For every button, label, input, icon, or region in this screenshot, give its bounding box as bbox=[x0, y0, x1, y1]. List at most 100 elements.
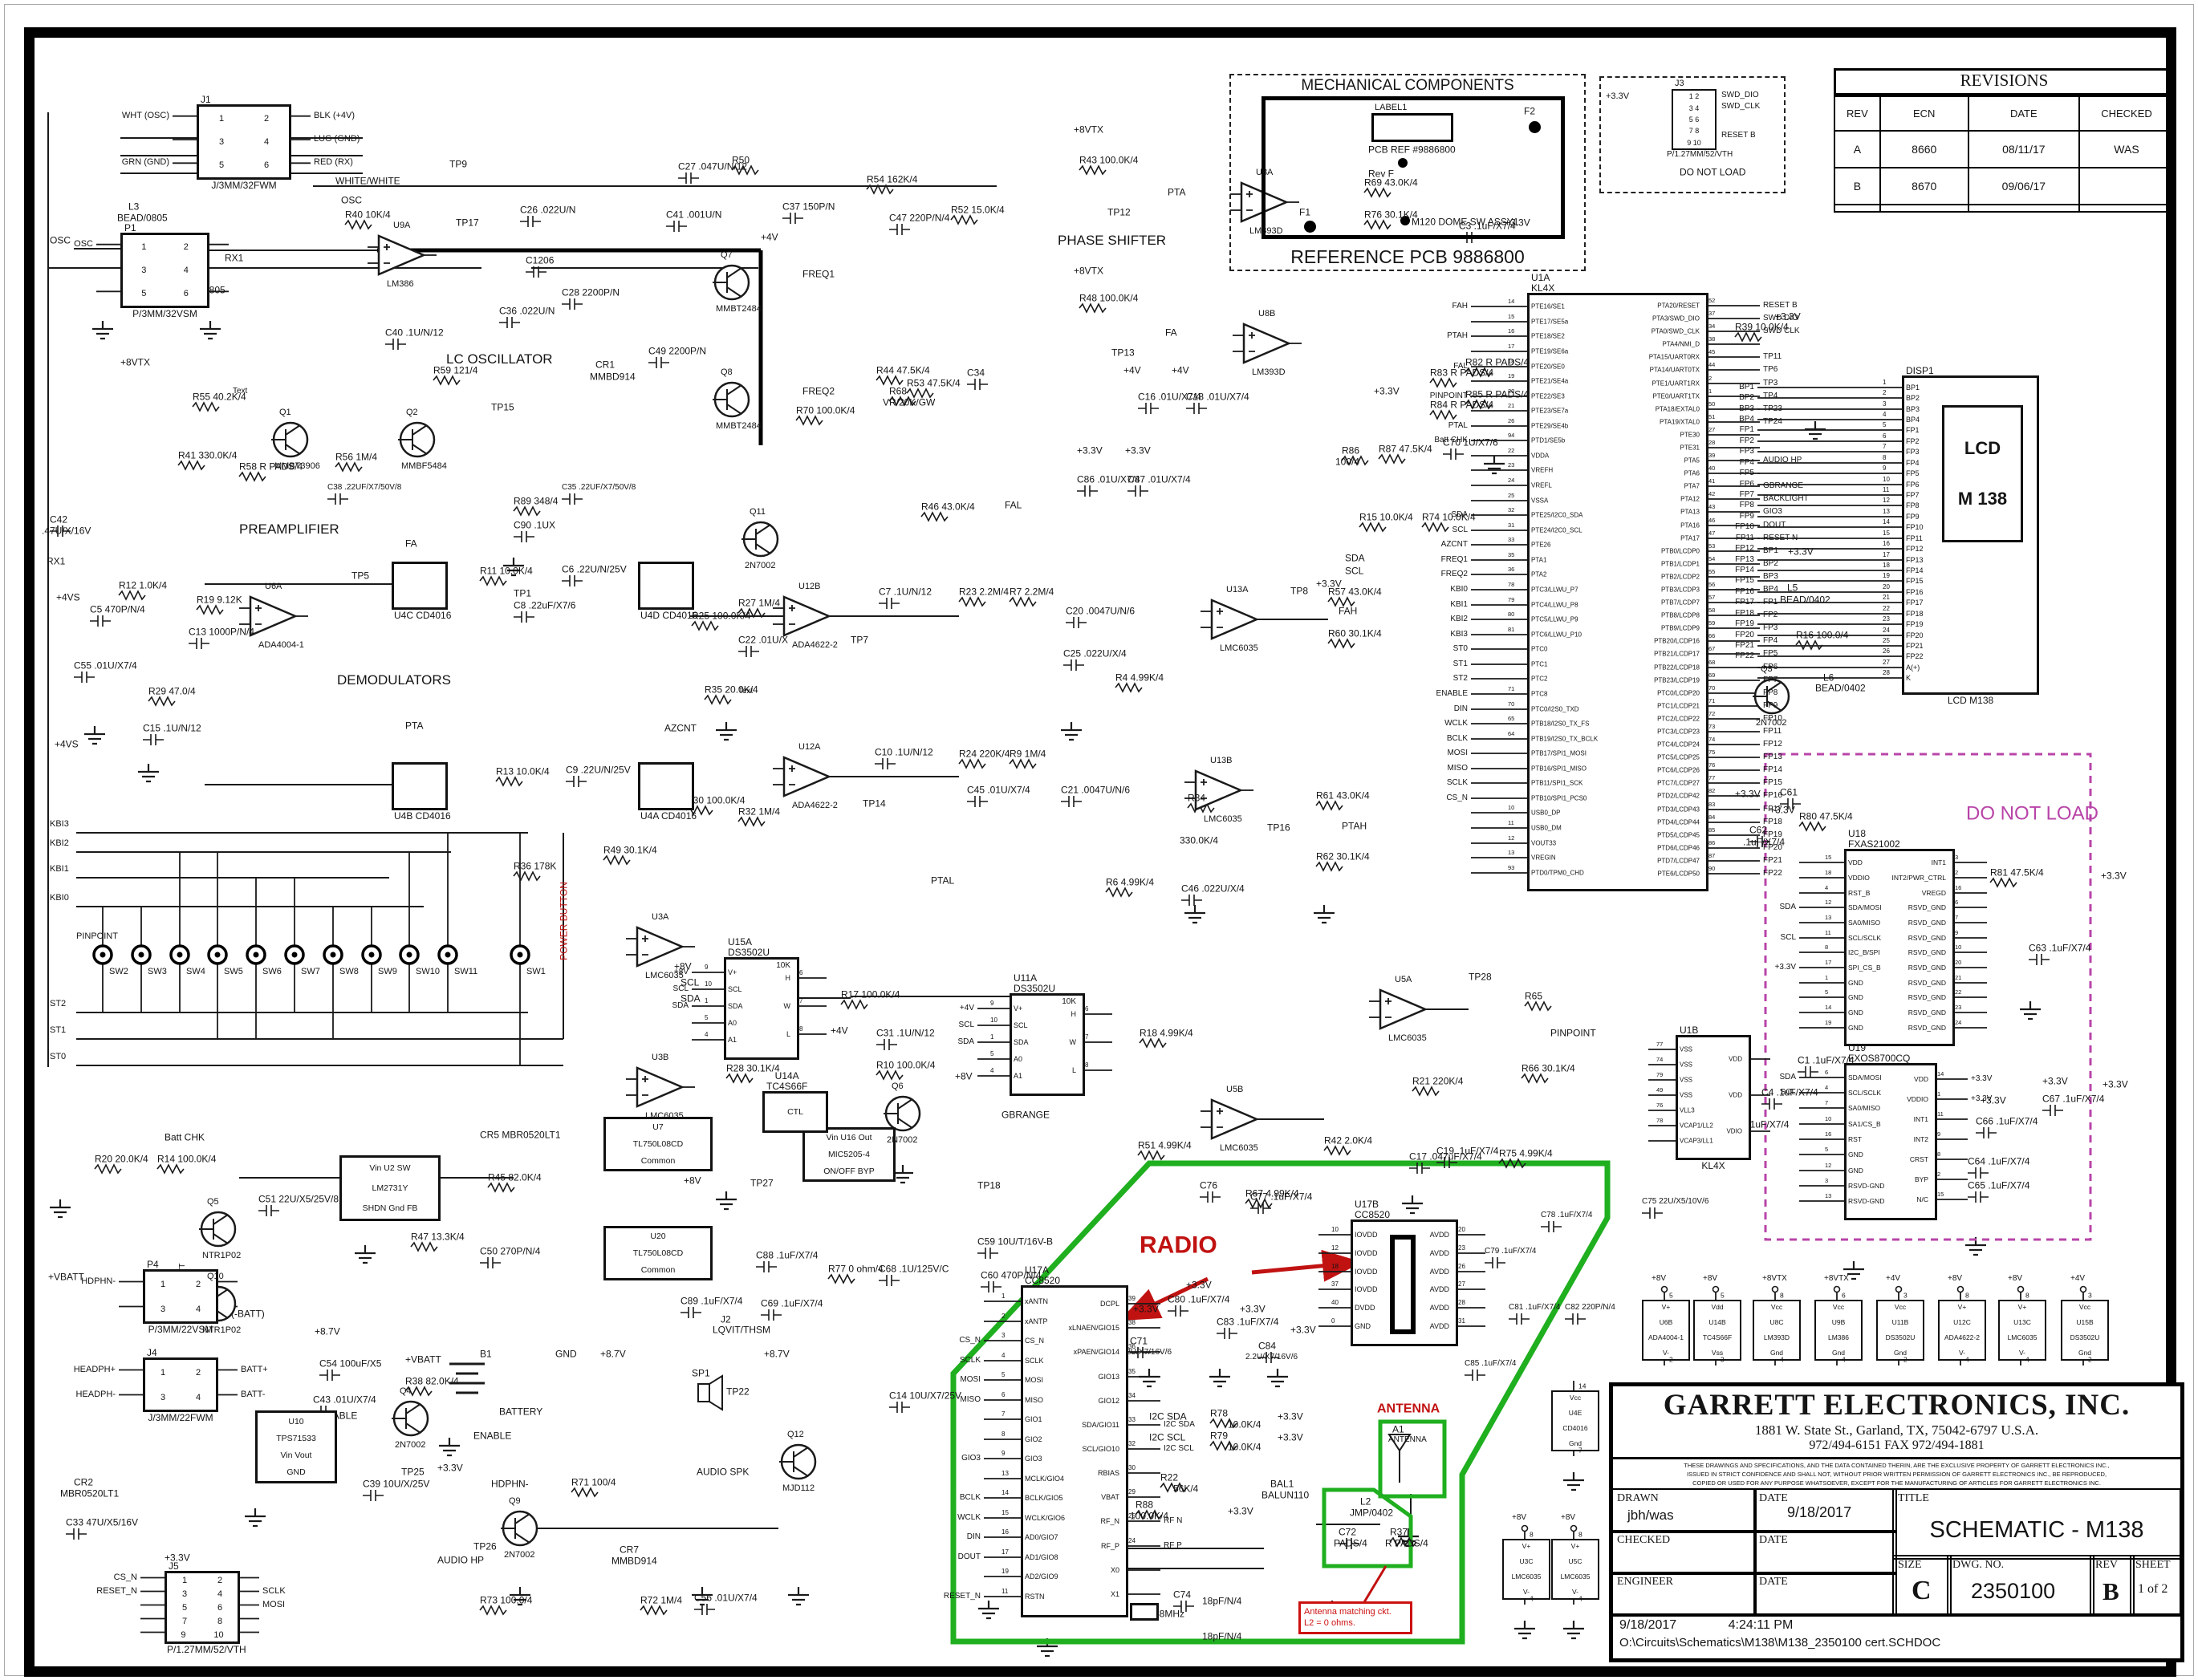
label-r7-2-2m-4: R7 2.2M/4 bbox=[1010, 586, 1054, 598]
pin-number: 7 bbox=[1001, 1410, 1006, 1418]
tab-line: U9B bbox=[1831, 1318, 1846, 1327]
label-r12-1-0k-4: R12 1.0K/4 bbox=[119, 579, 168, 591]
pin-name: RSTN bbox=[1025, 1593, 1045, 1601]
label-ntr1p02: NTR1P02 bbox=[202, 1325, 242, 1336]
label-7: 7 bbox=[1578, 1446, 1582, 1455]
pin-name: PTA13 bbox=[1680, 508, 1700, 516]
label-8: 8 bbox=[1965, 1291, 1969, 1300]
pin-number: 8 bbox=[799, 1025, 803, 1033]
pin-signal: BCLK bbox=[959, 1492, 981, 1502]
label-sw4: SW4 bbox=[186, 967, 205, 977]
connector-part: P/1.27MM/52/VTH bbox=[167, 1644, 246, 1655]
label-r60-30-1k-4: R60 30.1K/4 bbox=[1328, 627, 1382, 639]
pin-name: SA0/MISO bbox=[1848, 1104, 1881, 1112]
connector-pin: 6 bbox=[183, 289, 189, 299]
pin-number: 2 bbox=[1708, 375, 1712, 382]
box-line: ON/OFF BYP bbox=[823, 1166, 875, 1176]
f2-dot bbox=[1529, 121, 1541, 133]
pin-number: 14 bbox=[1825, 1004, 1832, 1011]
pin-number: 15 bbox=[1001, 1509, 1009, 1516]
label-pinpoint: PINPOINT bbox=[1550, 1027, 1596, 1039]
pin-name: FP10 bbox=[1906, 523, 1924, 531]
label-mmbt2484: MMBT2484 bbox=[716, 421, 762, 432]
pin-signal: GIO3 bbox=[961, 1453, 981, 1463]
pin-number: 4 bbox=[990, 1067, 994, 1074]
swd-pin-row: 5 6 bbox=[1688, 115, 1700, 124]
pin-number: 10 bbox=[1883, 476, 1890, 483]
label-r69-43-0k-4: R69 43.0K/4 bbox=[1364, 177, 1418, 189]
pin-number: 68 bbox=[1708, 659, 1716, 666]
pin-name: SCL bbox=[728, 985, 742, 993]
pin-number: 4 bbox=[1001, 1352, 1006, 1359]
pin-number: 5 bbox=[1825, 988, 1829, 996]
label-kbi3: KBI3 bbox=[50, 819, 69, 830]
box-line: TL750L08CD bbox=[632, 1248, 684, 1258]
pin-signal: TP4 bbox=[1763, 391, 1778, 400]
label--8vtx: +8VTX bbox=[1074, 265, 1104, 277]
pin-name: DVDD bbox=[1355, 1304, 1375, 1312]
pin-name: VDD bbox=[1914, 1075, 1928, 1083]
label-4: 4 bbox=[2025, 1355, 2029, 1364]
pin-name: PTE23/SE7a bbox=[1531, 407, 1569, 415]
pin-number: 15 bbox=[1508, 313, 1515, 320]
label-c61: C61 bbox=[1780, 786, 1798, 798]
pin-name: INT1 bbox=[1931, 858, 1946, 866]
rev-label: REV bbox=[2095, 1559, 2118, 1571]
pin-name: PTA18/EXTAL0 bbox=[1655, 405, 1700, 413]
label-c7-1u-n-12: C7 .1U/N/12 bbox=[879, 586, 932, 598]
label-lmc6035: LMC6035 bbox=[1220, 643, 1258, 654]
revisions-cell bbox=[1834, 203, 1881, 213]
pin-number: 73 bbox=[1708, 723, 1716, 730]
label-sda: SDA bbox=[681, 992, 701, 1004]
label-white-white: WHITE/WHITE bbox=[335, 175, 400, 187]
printed-date: 9/18/2017 bbox=[1619, 1618, 1677, 1632]
label-sw10: SW10 bbox=[416, 967, 440, 977]
label-c13-1000p-n-4: C13 1000P/N/4 bbox=[189, 626, 255, 638]
pin-signal: BP1 bbox=[1739, 382, 1754, 392]
engineer-date-cell: DATE bbox=[1753, 1572, 1897, 1617]
label-u9a: U9A bbox=[393, 221, 411, 231]
pin-signal: PINPOINT bbox=[1429, 391, 1468, 400]
label-3: 3 bbox=[1903, 1291, 1908, 1300]
pin-name: PTA4/NMI_D bbox=[1662, 340, 1700, 348]
label-r27-1m-4: R27 1M/4 bbox=[738, 597, 781, 609]
pin-number: 13 bbox=[1001, 1470, 1009, 1477]
pin-name: RBIAS bbox=[1097, 1469, 1119, 1477]
label-l3: L3 bbox=[128, 201, 140, 213]
label-q5: Q5 bbox=[207, 1197, 219, 1207]
pin-number: 18 bbox=[1883, 562, 1890, 569]
label-r22: R22 bbox=[1160, 1471, 1179, 1483]
pin-name: VSS bbox=[1680, 1061, 1693, 1069]
pin-signal: RESET N bbox=[1763, 533, 1798, 542]
label-j2: J2 bbox=[721, 1313, 731, 1325]
label-c60-470p-n-4: C60 470P/N/4 bbox=[981, 1269, 1042, 1281]
tab-line: U11B bbox=[1891, 1318, 1909, 1327]
label-q1: Q1 bbox=[279, 408, 291, 418]
pin-number: 26 bbox=[1458, 1263, 1465, 1270]
label-14: 14 bbox=[1578, 1382, 1587, 1390]
pin-name: PTE31 bbox=[1680, 444, 1700, 452]
revisions-cell: A bbox=[1834, 130, 1881, 169]
pin-number: 14 bbox=[1508, 298, 1515, 305]
pin-signal: I2C SDA bbox=[1164, 1419, 1195, 1429]
label-ada4622-2: ADA4622-2 bbox=[792, 640, 838, 651]
box-line: SHDN Gnd FB bbox=[362, 1203, 418, 1214]
pin-number: 6 bbox=[1955, 899, 1959, 906]
label-u3a: U3A bbox=[652, 912, 669, 923]
label-ada4004-1: ADA4004-1 bbox=[258, 640, 304, 651]
label-r70-100-0k-4: R70 100.0K/4 bbox=[796, 404, 855, 416]
tab-line: V- bbox=[1522, 1588, 1530, 1597]
pin-signal: GIO3 bbox=[1763, 506, 1782, 516]
pin-name: RSVD_GND bbox=[1908, 919, 1946, 927]
pin-signal: +3.3V bbox=[1971, 1073, 1993, 1083]
pin-number: 79 bbox=[1656, 1071, 1664, 1078]
label-kbi1: KBI1 bbox=[50, 864, 69, 874]
pin-signal: AZCNT bbox=[1440, 539, 1468, 549]
checked-date-label: DATE bbox=[1759, 1534, 1788, 1546]
